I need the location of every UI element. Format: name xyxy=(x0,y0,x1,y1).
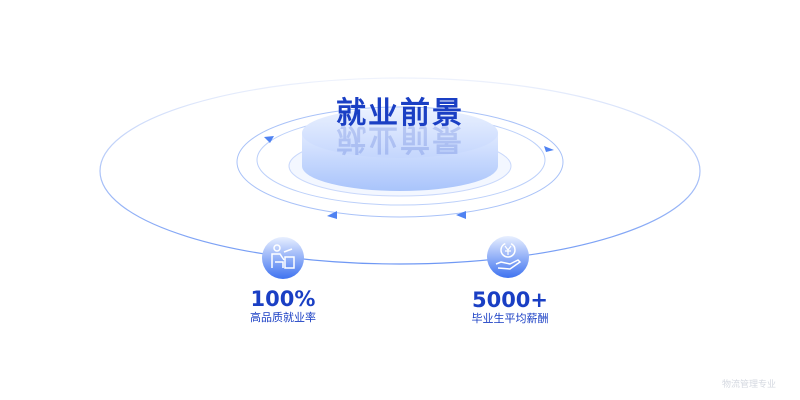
stat-label: 毕业生平均薪酬 xyxy=(471,312,549,325)
page-title: 就业前景 xyxy=(336,96,464,131)
stat-label: 高品质就业率 xyxy=(250,311,316,324)
arrow-icon xyxy=(327,211,337,219)
stat-value: 100% xyxy=(250,287,316,311)
employee-at-desk-icon xyxy=(262,237,304,279)
cylinder-top xyxy=(302,108,498,158)
watermark: 物流管理专业 xyxy=(721,380,776,390)
stat-value: 5000+ xyxy=(471,288,549,312)
stat-average-salary: 5000+ 毕业生平均薪酬 xyxy=(430,288,590,326)
arrow-icon xyxy=(544,146,554,152)
middle-orbit xyxy=(236,106,564,218)
arrow-icon xyxy=(456,211,466,219)
outer-orbit xyxy=(99,77,701,265)
yuan-in-hand-icon xyxy=(487,236,529,278)
arrow-icon xyxy=(264,136,274,143)
stat-employment-rate: 100% 高品质就业率 xyxy=(203,287,363,325)
